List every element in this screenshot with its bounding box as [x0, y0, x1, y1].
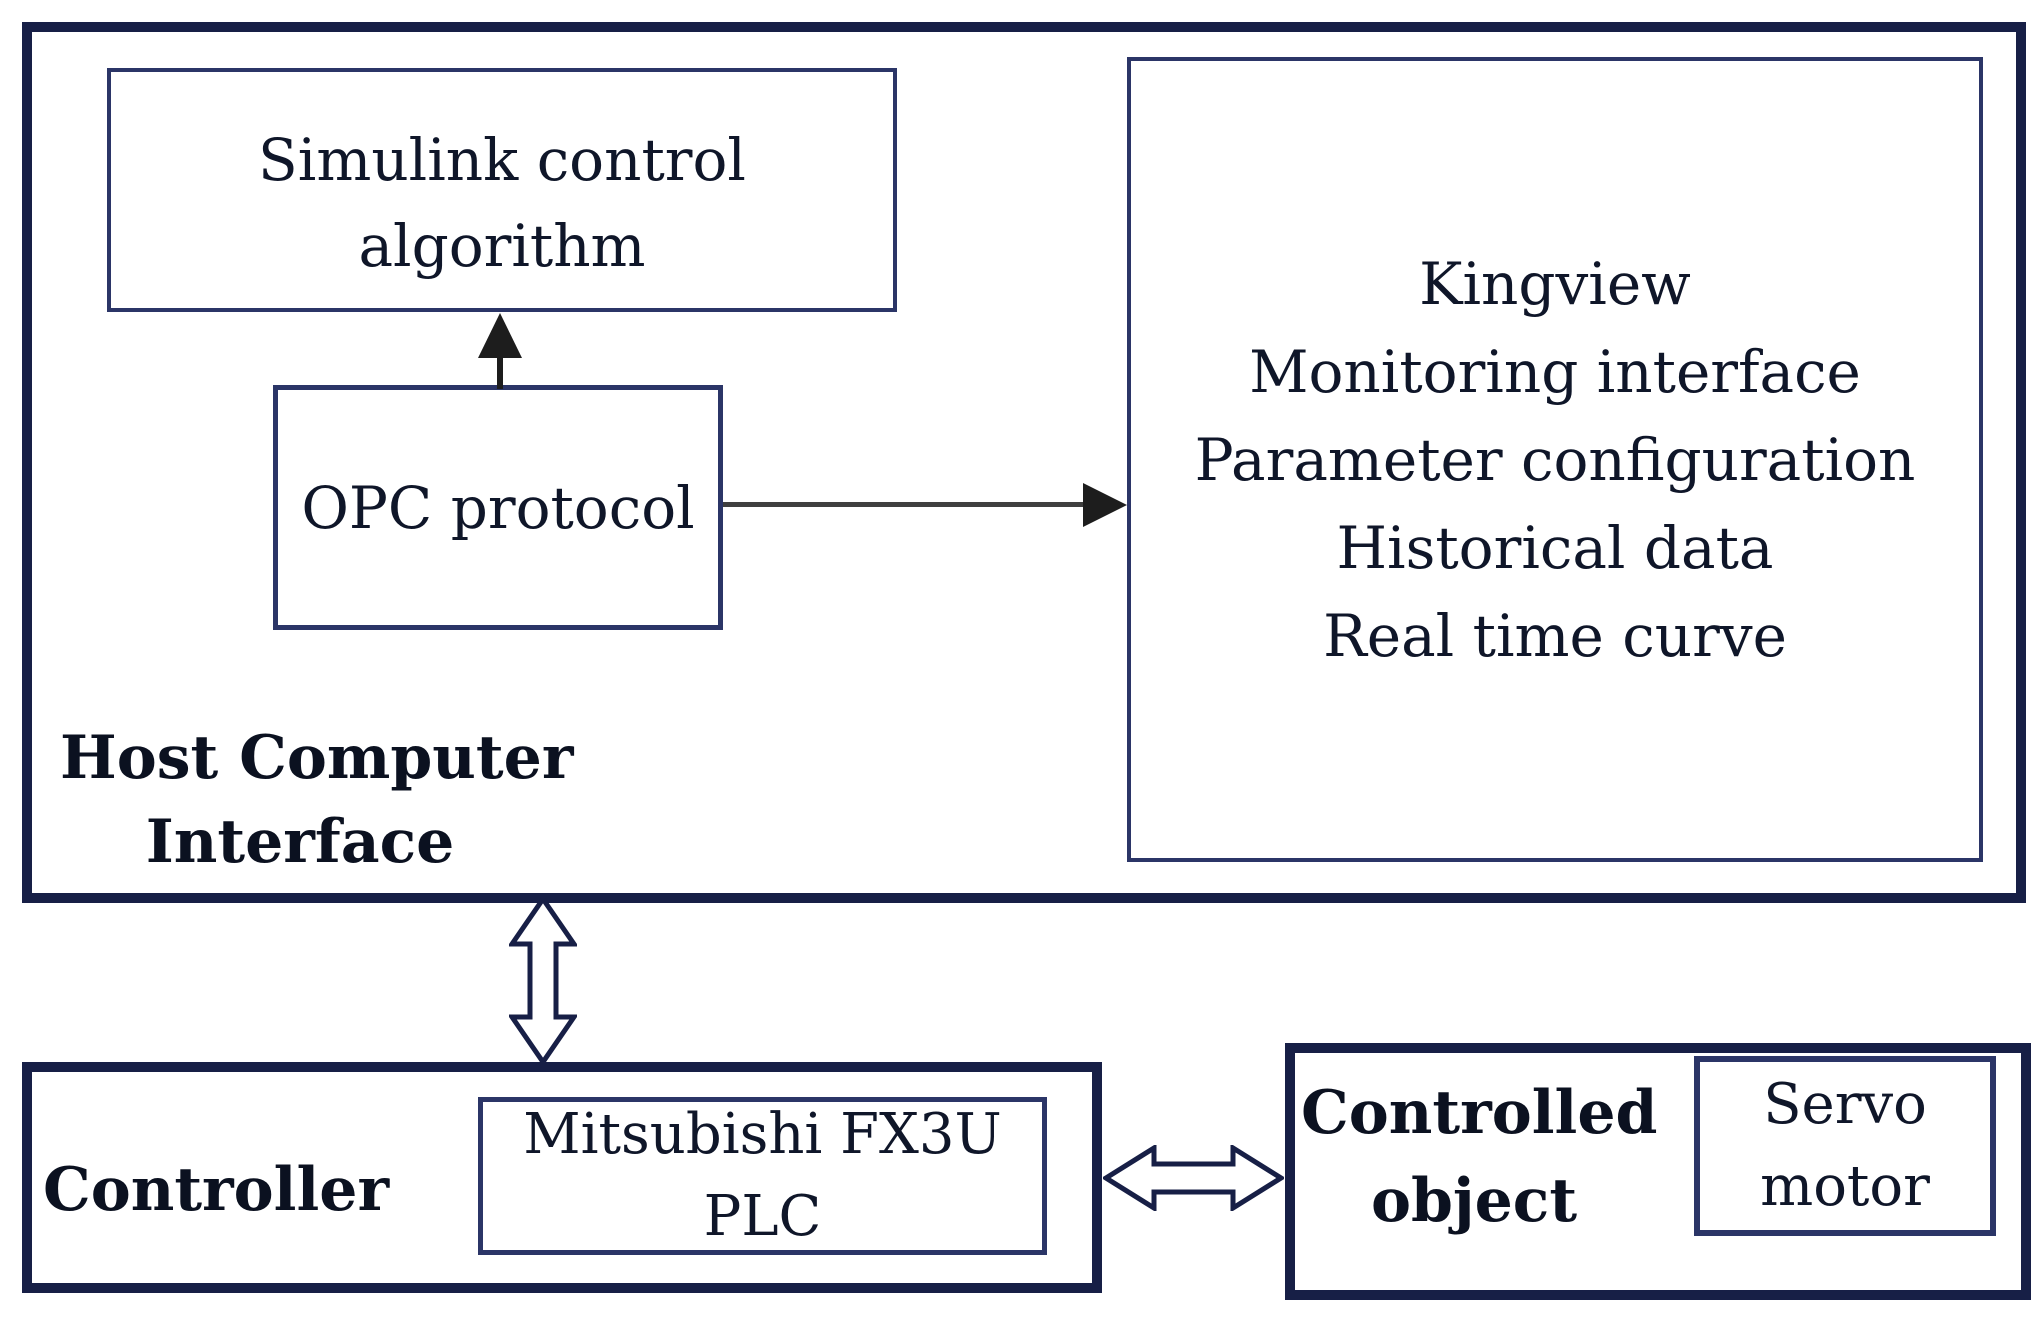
servo-box-line2: motor	[1760, 1154, 1930, 1219]
controller-label: Controller	[42, 1155, 390, 1225]
simulink-control-algorithm-box: Simulink control algorithm	[107, 68, 897, 312]
opc-protocol-box: OPC protocol	[273, 385, 723, 630]
kingview-box-line3: Parameter configuration	[1194, 425, 1916, 494]
opc-box-line1: OPC protocol	[301, 473, 695, 542]
simulink-box-line2: algorithm	[358, 212, 646, 280]
kingview-box-line5: Real time curve	[1323, 601, 1787, 670]
opc-to-simulink-arrow-icon	[478, 313, 522, 389]
kingview-box-line1: Kingview	[1419, 249, 1691, 318]
host-label-line1: Host Computer	[60, 723, 574, 793]
controlled-object-label: Controlled object	[1301, 1069, 1658, 1245]
kingview-box-text: Kingview Monitoring interface Parameter …	[1131, 61, 1979, 858]
controller-object-double-arrow-icon	[1103, 1145, 1284, 1211]
plc-box-line2: PLC	[703, 1184, 822, 1249]
plc-box-line1: Mitsubishi FX3U	[523, 1102, 1002, 1167]
kingview-box-line2: Monitoring interface	[1249, 337, 1861, 406]
simulink-box-text: Simulink control algorithm	[111, 98, 893, 308]
opc-box-text: OPC protocol	[278, 390, 718, 625]
opc-to-kingview-arrowhead-icon	[1083, 483, 1127, 527]
host-computer-interface-label: Host Computer Interface	[60, 716, 574, 884]
servo-box-text: Servo motor	[1700, 1062, 1990, 1230]
mitsubishi-plc-box: Mitsubishi FX3U PLC	[478, 1097, 1047, 1255]
kingview-box-line4: Historical data	[1336, 513, 1774, 582]
simulink-box-line1: Simulink control	[258, 126, 746, 194]
controlled-label-line2: object	[1370, 1166, 1578, 1236]
host-controller-double-arrow-icon	[509, 897, 577, 1064]
kingview-box: Kingview Monitoring interface Parameter …	[1127, 57, 1983, 862]
opc-to-kingview-arrow-line	[723, 502, 1088, 507]
plc-box-text: Mitsubishi FX3U PLC	[483, 1102, 1042, 1250]
host-label-line2: Interface	[145, 807, 455, 877]
controlled-label-line1: Controlled	[1301, 1078, 1658, 1148]
servo-box-line1: Servo	[1763, 1072, 1927, 1137]
servo-motor-box: Servo motor	[1694, 1056, 1996, 1236]
